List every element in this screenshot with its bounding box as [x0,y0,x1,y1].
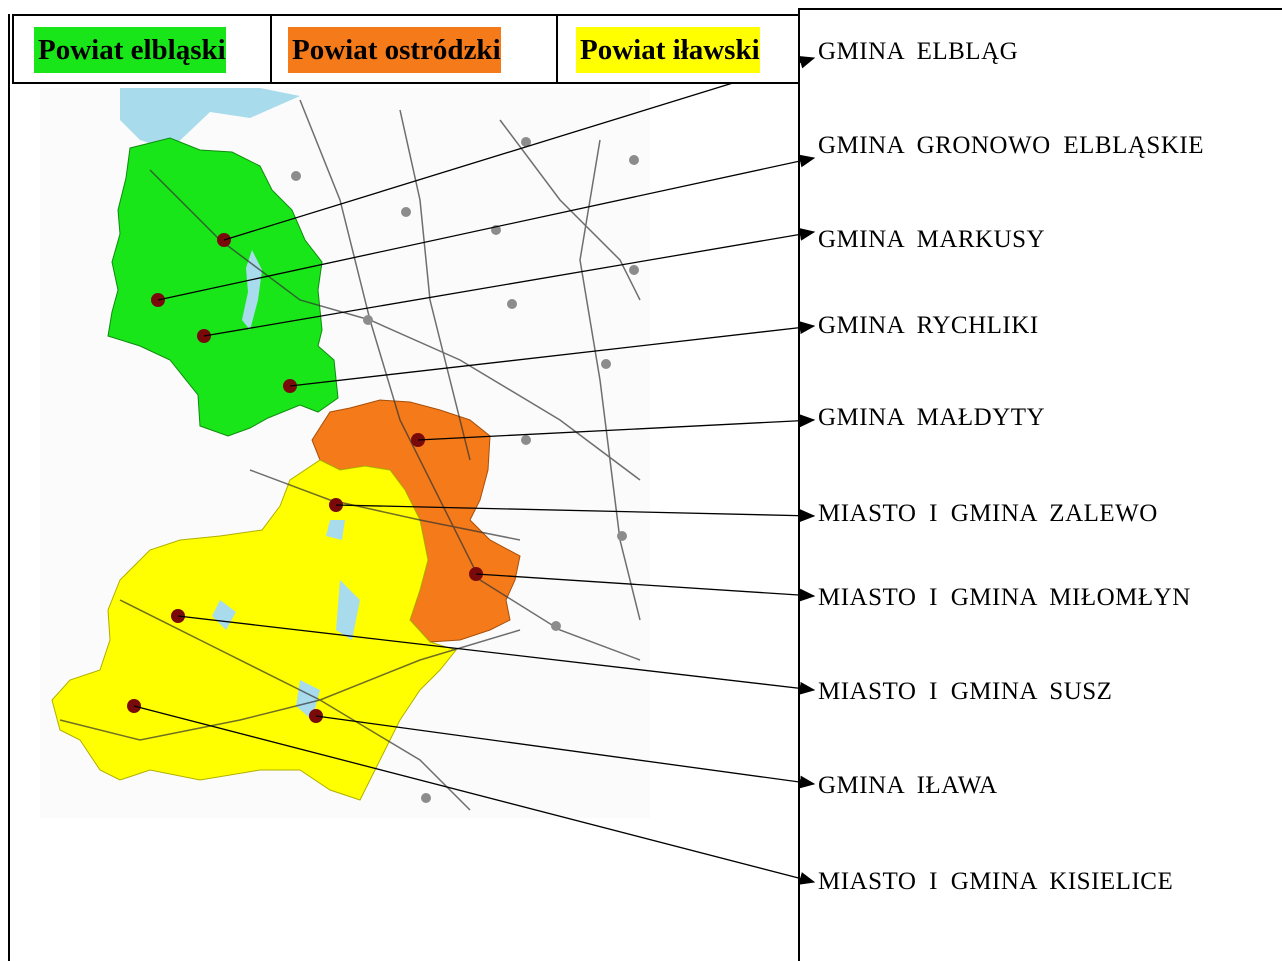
town-markers [291,137,639,803]
road-network [59,99,641,811]
gmina-label-rychliki: GMINA RYCHLIKI [818,312,1039,339]
gmina-label-milomlyn: MIASTO I GMINA MIŁOMŁYN [818,584,1191,611]
gmina-label-maldyty: GMINA MAŁDYTY [818,404,1046,431]
legend-cell-ilawski: Powiat iławski [558,16,798,82]
gmina-label-susz: MIASTO I GMINA SUSZ [818,678,1113,705]
elblaski-region [107,137,339,437]
legend-label-ostrodzki: Powiat ostródzki [288,27,501,73]
leader-milomlyn [475,573,816,602]
gmina-label-kisielice: MIASTO I GMINA KISIELICE [818,868,1174,895]
legend-label-elblaski: Powiat elbląski [34,27,226,73]
gmina-label-zalewo: MIASTO I GMINA ZALEWO [818,500,1158,527]
lagoon-water [120,88,300,150]
legend: Powiat elbląski Powiat ostródzki Powiat … [12,14,800,84]
drużno-lake [242,250,262,330]
leader-gronowo [157,154,816,301]
leader-rychliki [289,321,816,387]
ilawski-region [51,459,457,801]
legend-label-ilawski: Powiat iławski [576,27,760,73]
gmina-label-markusy: GMINA MARKUSY [818,226,1046,253]
legend-cell-ostrodzki: Powiat ostródzki [272,16,558,82]
leader-lines [133,56,816,885]
right-frame-line [798,8,800,961]
gmina-label-elblag: GMINA ELBLĄG [818,38,1019,65]
leader-elblag [223,56,816,241]
leader-susz [177,615,816,695]
leader-ilawa [315,715,816,789]
leader-zalewo [335,504,816,523]
legend-cell-elblaski: Powiat elbląski [14,16,272,82]
lake-2 [336,580,360,640]
leader-maldyty [417,414,816,441]
lake-1 [326,520,345,540]
leader-markusy [203,227,816,337]
leader-kisielice [133,705,816,885]
top-right-border [798,8,1282,10]
gmina-label-gronowo: GMINA GRONOWO ELBLĄSKIE [818,132,1204,159]
left-frame-line [8,14,10,961]
gmina-label-ilawa: GMINA IŁAWA [818,772,998,799]
